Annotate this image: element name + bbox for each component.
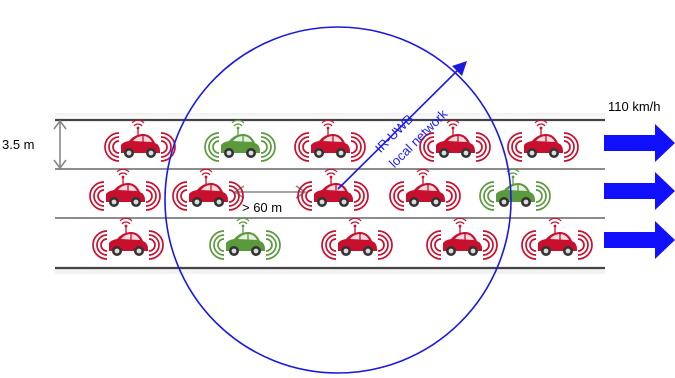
car-icon [426, 217, 498, 260]
wireless-signal-icon [475, 132, 491, 162]
wireless-signal-icon [294, 132, 310, 162]
wireless-signal-icon [377, 230, 393, 260]
lane-width-dimension [53, 119, 67, 170]
spacing-label: > 60 m [242, 200, 283, 215]
wireless-signal-icon [535, 181, 551, 211]
car-icon [209, 217, 281, 260]
car-icon [104, 119, 176, 162]
direction-arrows [604, 124, 675, 259]
car-icon [479, 168, 551, 211]
car-icon [89, 168, 161, 211]
lane-width-label: 3.5 m [2, 137, 35, 152]
network-radius-arrow [337, 61, 467, 190]
wireless-signal-icon [172, 181, 188, 211]
car-icon [92, 217, 164, 260]
traffic-direction-arrow-icon [604, 172, 675, 210]
speed-label: 110 km/h [608, 99, 661, 114]
antenna-signal-icon [231, 119, 245, 137]
car-icon [172, 168, 244, 211]
wireless-signal-icon [297, 181, 313, 211]
wireless-signal-icon [148, 230, 164, 260]
car-icon [419, 119, 491, 162]
wireless-signal-icon [350, 132, 366, 162]
cars-layer [89, 119, 593, 260]
wireless-signal-icon [482, 230, 498, 260]
wireless-signal-icon [507, 132, 523, 162]
wireless-signal-icon [577, 230, 593, 260]
wireless-signal-icon [265, 230, 281, 260]
wireless-signal-icon [445, 181, 461, 211]
car-icon [294, 119, 366, 162]
wireless-signal-icon [89, 181, 105, 211]
car-icon [297, 168, 369, 211]
car-icon [521, 217, 593, 260]
antenna-signal-icon [348, 217, 362, 235]
car-icon [389, 168, 461, 211]
car-icon [204, 119, 276, 162]
wireless-signal-icon [321, 230, 337, 260]
wireless-signal-icon [563, 132, 579, 162]
wireless-signal-icon [426, 230, 442, 260]
car-icon [507, 119, 579, 162]
car-icon [321, 217, 393, 260]
wireless-signal-icon [92, 230, 108, 260]
traffic-direction-arrow-icon [604, 221, 675, 259]
wireless-signal-icon [204, 132, 220, 162]
wireless-signal-icon [104, 132, 120, 162]
wireless-signal-icon [389, 181, 405, 211]
wireless-signal-icon [145, 181, 161, 211]
wireless-signal-icon [479, 181, 495, 211]
spacing-dimension [233, 185, 307, 199]
traffic-direction-arrow-icon [604, 124, 675, 162]
wireless-signal-icon [353, 181, 369, 211]
wireless-signal-icon [228, 181, 244, 211]
wireless-signal-icon [521, 230, 537, 260]
wireless-signal-icon [209, 230, 225, 260]
wireless-signal-icon [419, 132, 435, 162]
wireless-signal-icon [160, 132, 176, 162]
network-coverage-circle [164, 26, 512, 374]
wireless-signal-icon [260, 132, 276, 162]
